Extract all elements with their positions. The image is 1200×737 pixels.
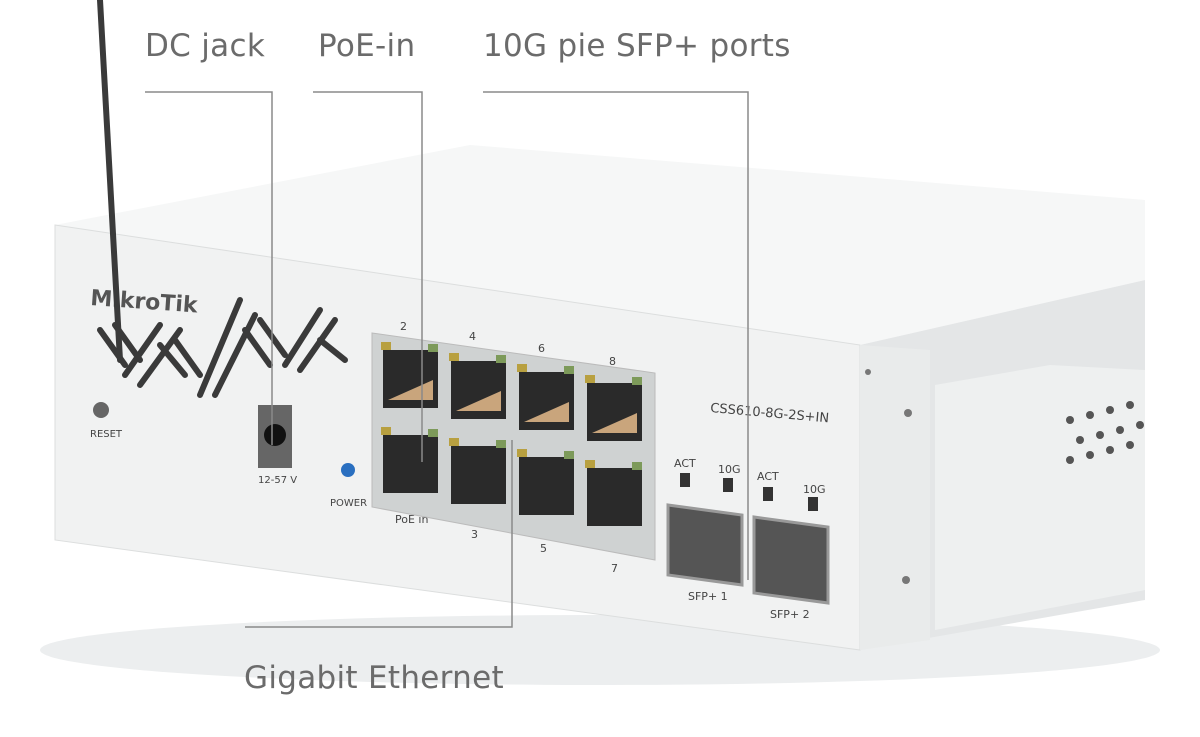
sfp-port-1 <box>666 503 744 587</box>
chassis-top <box>55 145 1145 345</box>
callout-lines <box>145 91 749 628</box>
port-led <box>517 449 527 457</box>
port-label-6: 6 <box>538 342 545 355</box>
port-label-8: 8 <box>609 355 616 368</box>
rack-ear <box>860 345 930 650</box>
svg-text:RESET: RESET <box>90 429 123 440</box>
reset-button <box>93 402 109 418</box>
port-led <box>428 429 438 437</box>
rj45-port <box>519 457 574 515</box>
poe-in-callout: PoE-in <box>318 28 416 64</box>
port-led <box>632 377 642 385</box>
svg-text:10G: 10G <box>718 463 741 476</box>
side-vents <box>1066 401 1144 464</box>
port-led <box>564 451 574 459</box>
gigabit-ethernet-callout: Gigabit Ethernet <box>244 660 504 696</box>
port-led <box>449 438 459 446</box>
port-label-7: 7 <box>611 562 618 575</box>
dc-jack-callout: DC jack <box>145 28 266 64</box>
port-label-3: 3 <box>471 528 478 541</box>
svg-text:POWER: POWER <box>330 498 367 509</box>
port-led <box>632 462 642 470</box>
gigabit-line <box>245 440 513 628</box>
port-label-4: 4 <box>469 330 476 343</box>
port-led <box>564 366 574 374</box>
port-led <box>517 364 527 372</box>
port-led <box>449 353 459 361</box>
port-led <box>428 344 438 352</box>
svg-text:10G: 10G <box>803 483 826 496</box>
sfp-line <box>483 91 749 580</box>
port-led <box>381 342 391 350</box>
svg-text:12-57 V: 12-57 V <box>258 475 297 486</box>
ethernet-ports <box>381 342 642 526</box>
port-led <box>585 460 595 468</box>
svg-text:ACT: ACT <box>757 470 779 483</box>
sfp-port-2 <box>752 515 830 605</box>
port-led <box>496 355 506 363</box>
port-led <box>496 440 506 448</box>
port-led <box>585 375 595 383</box>
side-panel <box>935 365 1145 630</box>
port-label-5: 5 <box>540 542 547 555</box>
rj45-port <box>451 446 506 504</box>
sfp-ports-callout: 10G pie SFP+ ports <box>483 28 791 64</box>
svg-text:SFP+ 1: SFP+ 1 <box>688 590 728 603</box>
power-led <box>341 463 355 477</box>
dc-jack-line <box>145 91 273 445</box>
svg-text:SFP+ 2: SFP+ 2 <box>770 608 810 621</box>
ethernet-panel <box>371 332 656 561</box>
poe-in-line <box>313 91 423 462</box>
port-label-2: 2 <box>400 320 407 333</box>
rj45-port <box>587 468 642 526</box>
svg-text:ACT: ACT <box>674 457 696 470</box>
rj45-port <box>383 435 438 493</box>
port-led <box>381 427 391 435</box>
